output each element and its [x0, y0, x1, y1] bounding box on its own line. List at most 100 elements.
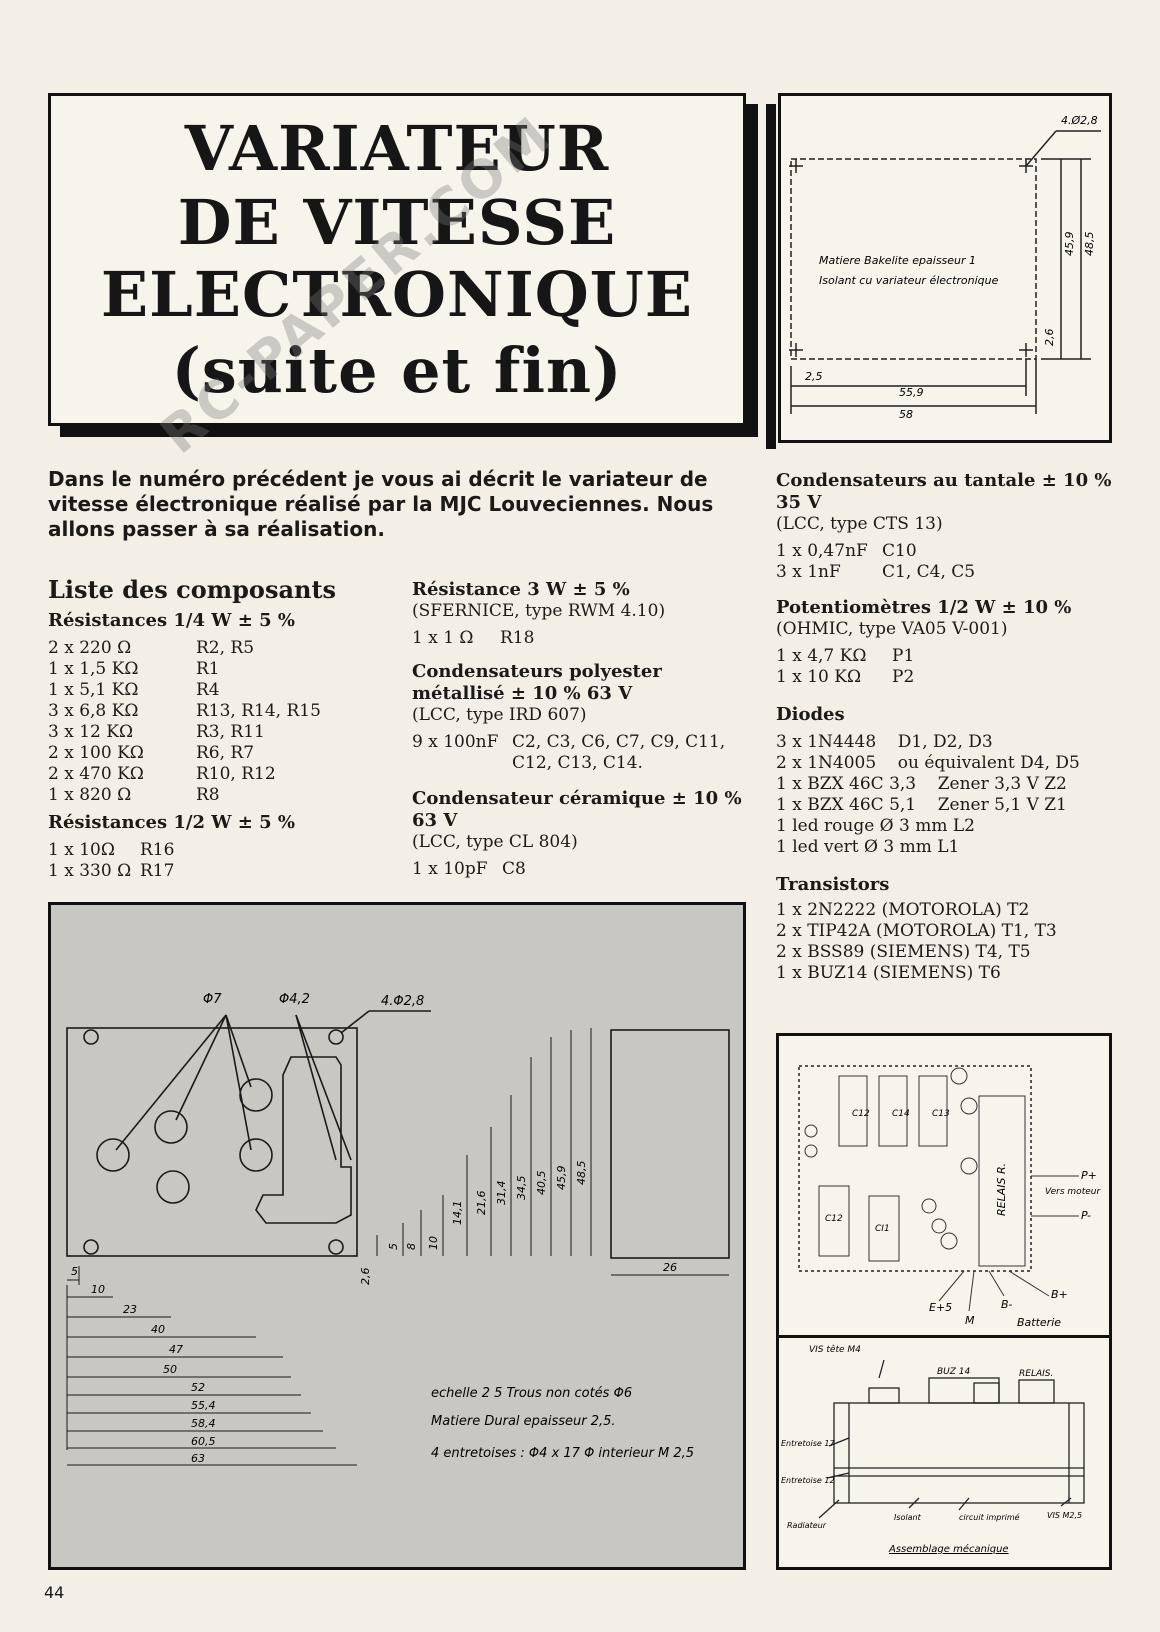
note-spacers: 4 entretoises : Φ4 x 17 Φ interieur M 2,… — [431, 1446, 694, 1461]
transistors-list: 1 x 2N2222 (MOTOROLA) T2 2 x TIP42A (MOT… — [776, 900, 1116, 984]
dim-h: 63 — [191, 1452, 205, 1465]
plate-dim-width-2: 58 — [899, 408, 913, 421]
list-item: 2 x 1N4005 ou équivalent D4, D5 — [776, 753, 1080, 773]
page-number: 44 — [44, 1583, 65, 1602]
cap-poly-type: (LCC, type IRD 607) — [412, 705, 587, 725]
chip-label: C12 — [852, 1109, 870, 1119]
dim-h: 55,4 — [191, 1399, 216, 1412]
e-plus-label: E+5 — [929, 1301, 952, 1314]
list-item: 1 x BUZ14 (SIEMENS) T6 — [776, 963, 1001, 983]
component-layout-drawing: C12 C14 C13 CI1 C12 RELAIS R. P+ Vers mo… — [776, 1033, 1112, 1338]
plate-dim-margin-v: 2,6 — [1043, 329, 1056, 347]
chip-label: C12 — [825, 1214, 843, 1224]
list-item: 2 x BSS89 (SIEMENS) T4, T5 — [776, 942, 1031, 962]
component-layout-svg: C12 C14 C13 CI1 C12 RELAIS R. P+ Vers mo… — [798, 1065, 1101, 1329]
pminus-label: P- — [1081, 1209, 1091, 1222]
list-item: 1 led rouge Ø 3 mm L2 — [776, 816, 975, 836]
plate-dim-height-1: 45,9 — [1063, 232, 1076, 257]
mechanical-assembly-svg: VIS tête M4 BUZ 14 RELAIS. Entretoise 17… — [781, 1344, 1085, 1555]
plate-note-1: Matiere Bakelite epaisseur 1 — [819, 254, 976, 267]
dim-h: 10 — [91, 1283, 105, 1296]
dim-v: 34,5 — [515, 1176, 528, 1201]
dim-side: 26 — [663, 1261, 677, 1274]
dim-v: 45,9 — [555, 1166, 568, 1191]
plate-dim-height-2: 48,5 — [1083, 232, 1096, 257]
cap-ceram-title: Condensateur céramique ± 10 % 63 V — [412, 788, 742, 831]
chip-label: C13 — [932, 1109, 950, 1119]
cap-ceram-type: (LCC, type CL 804) — [412, 832, 578, 852]
dim-h: 40 — [151, 1323, 165, 1336]
pots-title: Potentiomètres 1/2 W ± 10 % — [776, 597, 1072, 618]
plate-dim-width-1: 55,9 — [899, 386, 924, 399]
res-3w-type: (SFERNICE, type RWM 4.10) — [412, 601, 666, 621]
diodes-list: 3 x 1N4448 D1, D2, D3 2 x 1N4005 ou équi… — [776, 732, 1116, 858]
dim-v: 40,5 — [535, 1171, 548, 1196]
note-material: Matiere Dural epaisseur 2,5. — [431, 1414, 616, 1429]
chip-label: C14 — [892, 1109, 910, 1119]
components-heading: Liste des composants — [48, 575, 337, 604]
bplus-label: B+ — [1051, 1288, 1068, 1301]
components-column-3: Condensateurs au tantale ± 10 % 35 V (LC… — [776, 470, 1116, 984]
res-half-title: Résistances 1/2 W ± 5 % — [48, 812, 296, 833]
buz-label: BUZ 14 — [937, 1367, 971, 1377]
label-phi42: Φ4,2 — [279, 992, 310, 1007]
dim-h: 58,4 — [191, 1417, 216, 1430]
dim-h: 23 — [123, 1303, 137, 1316]
plate-shadow — [766, 104, 776, 449]
label-holes: 4.Φ2,8 — [381, 994, 424, 1009]
dim-v: 10 — [427, 1236, 440, 1250]
bminus-label: B- — [1001, 1298, 1012, 1311]
title-line-3: ELECTRONIQUE — [100, 258, 694, 331]
plate-dim-margin-h: 2,5 — [805, 370, 823, 383]
mechanical-assembly-drawing: VIS tête M4 BUZ 14 RELAIS. Entretoise 17… — [776, 1338, 1112, 1570]
cap-tant-title: Condensateurs au tantale ± 10 % 35 V — [776, 470, 1112, 513]
dim-v: 2,6 — [359, 1268, 372, 1286]
radiateur-label: Radiateur — [787, 1521, 827, 1530]
intro-paragraph: Dans le numéro précédent je vous ai décr… — [48, 467, 714, 541]
plate-drawing-svg: 4.Ø2,8 45,9 48,5 2,6 2,5 55,9 58 Matiere… — [789, 114, 1101, 421]
entretoise-17-label: Entretoise 17 — [781, 1439, 835, 1448]
res-3w-title: Résistance 3 W ± 5 % — [412, 579, 630, 600]
m-label: M — [965, 1314, 975, 1327]
list-item: 1 led vert Ø 3 mm L1 — [776, 837, 960, 857]
list-item: 1 x BZX 46C 5,1 Zener 5,1 V Z1 — [776, 795, 1067, 815]
isolant-label: Isolant — [894, 1513, 922, 1522]
dim-h: 60,5 — [191, 1435, 216, 1448]
dim-v: 21,6 — [475, 1191, 488, 1216]
res-quarter-title: Résistances 1/4 W ± 5 % — [48, 610, 296, 631]
components-column-2: Résistance 3 W ± 5 % (SFERNICE, type RWM… — [412, 579, 752, 880]
pplus-label: P+ — [1081, 1169, 1097, 1182]
dim-h: 52 — [191, 1381, 205, 1394]
plate-drawing: 4.Ø2,8 45,9 48,5 2,6 2,5 55,9 58 Matiere… — [778, 93, 1112, 443]
plate-note-2: Isolant cu variateur électronique — [819, 274, 999, 287]
vis-tete-label: VIS tête M4 — [809, 1344, 861, 1355]
relay-label: RELAIS R. — [995, 1163, 1008, 1216]
cap-poly-title: Condensateurs polyester métallisé ± 10 %… — [412, 661, 662, 704]
pots-type: (OHMIC, type VA05 V-001) — [776, 619, 1008, 639]
title-box: VARIATEUR DE VITESSE ELECTRONIQUE (suite… — [48, 93, 746, 426]
dim-h: 50 — [163, 1363, 177, 1376]
entretoise-12-label: Entretoise 12 — [781, 1476, 835, 1485]
assembly-caption: Assemblage mécanique — [888, 1543, 1009, 1555]
transistors-title: Transistors — [776, 874, 890, 895]
circuit-label: circuit imprimé — [959, 1512, 1020, 1522]
dim-v: 8 — [405, 1243, 418, 1250]
mechanical-plate-drawing: Φ7 Φ4,2 4.Φ2,8 5 10 23 40 47 50 52 55,4 … — [48, 902, 746, 1570]
dim-v: 31,4 — [495, 1181, 508, 1206]
relais-label: RELAIS. — [1019, 1369, 1053, 1379]
